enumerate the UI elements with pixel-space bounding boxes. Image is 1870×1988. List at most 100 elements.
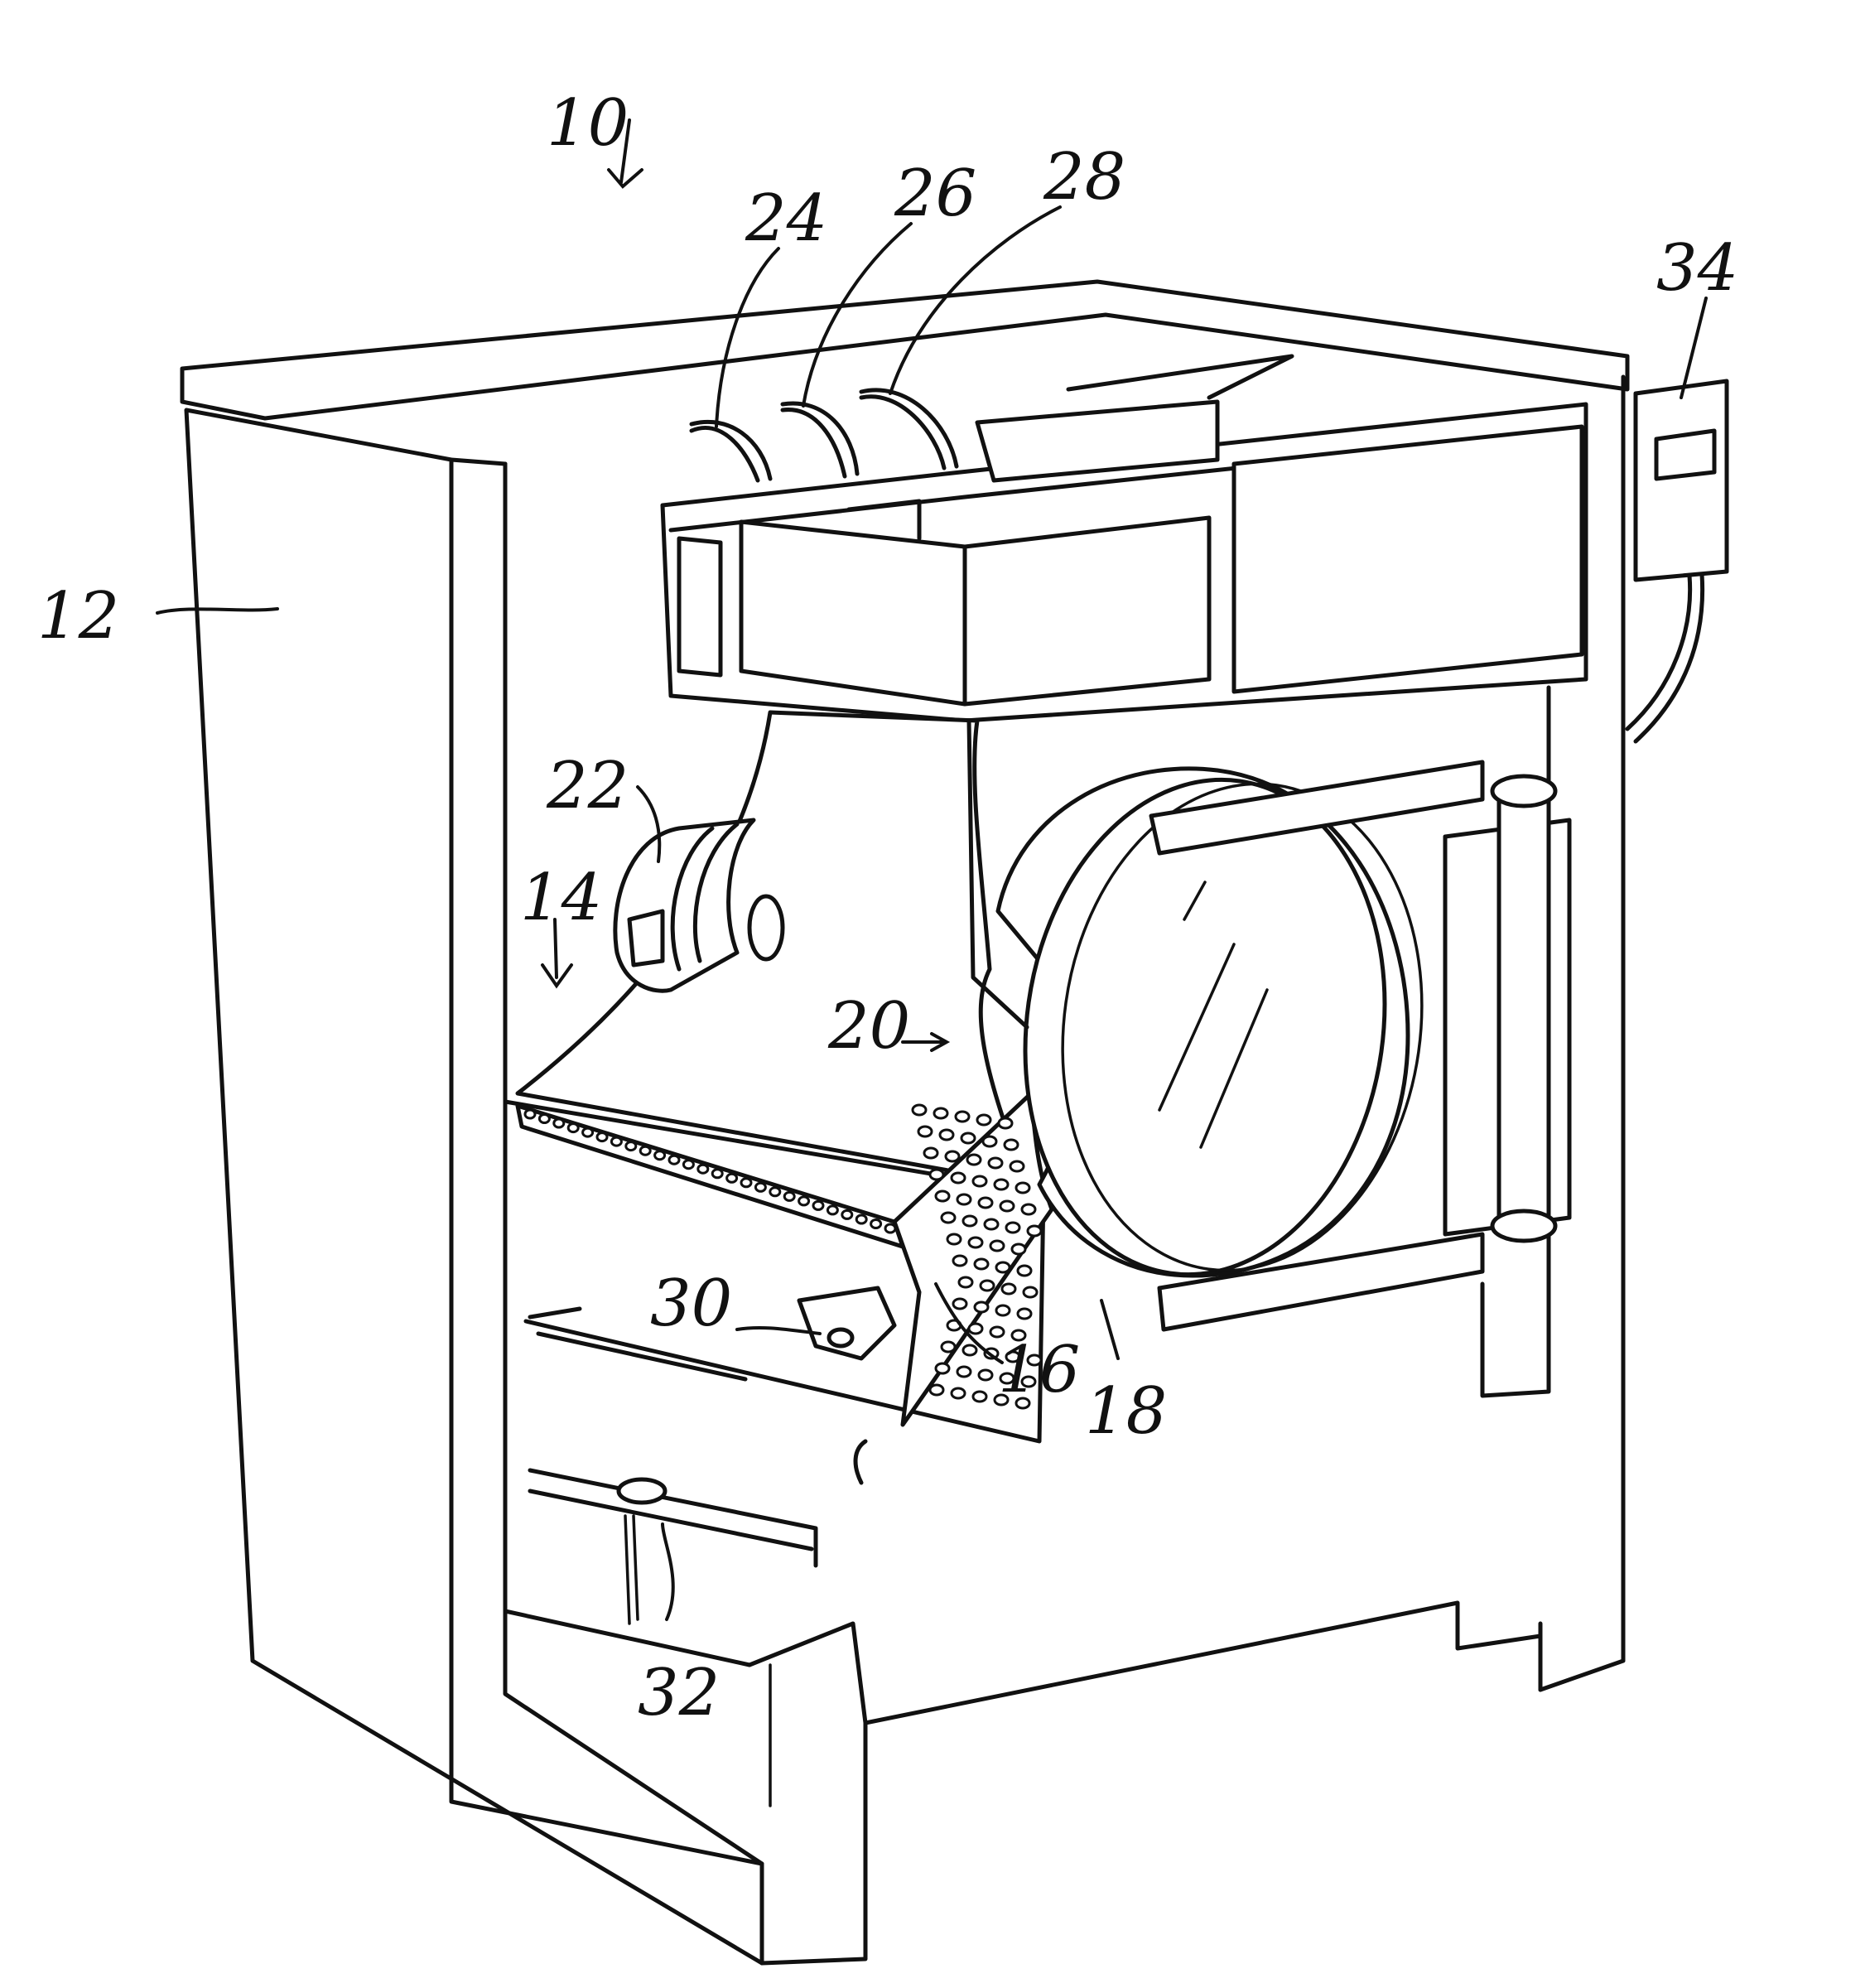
perforation-hole [698,1165,708,1173]
perforation-hole [669,1156,679,1164]
perforation-hole [1022,1204,1035,1214]
motor-mount [629,911,663,965]
perforation-hole [539,1115,549,1123]
perforation-hole [583,1128,593,1136]
hose-28 [861,397,944,468]
label-basket: 14 [520,861,602,935]
perforation-hole [1010,1161,1024,1171]
perforation-hole [977,1115,990,1125]
label-supply-1: 24 [745,181,827,256]
door-hinge-cap-top [1492,776,1555,806]
controller-box [1627,381,1727,741]
perforation-hole [996,1262,1010,1272]
perforation-hole [996,1305,1010,1315]
controller-display [1656,431,1714,479]
perforation-hole [597,1133,607,1141]
sensor [799,1288,894,1358]
perforation-hole [973,1392,986,1402]
controller-housing [1636,381,1727,580]
door-hinge-pin [1499,787,1549,1230]
perforation-hole [959,1277,972,1287]
perforation-hole [985,1219,998,1229]
perforation-hole [1016,1183,1029,1193]
perforation-hole [727,1174,737,1182]
label-machine: 10 [547,86,629,161]
perforation-hole [1002,1284,1015,1294]
perforation-hole [979,1370,992,1380]
perforation-hole [934,1108,947,1118]
perforation-hole [784,1192,794,1200]
sensor-tip [829,1329,852,1346]
perforation-hole [936,1191,949,1201]
perforation-hole [963,1345,976,1355]
perforation-hole [741,1179,751,1187]
perforation-hole [990,1241,1004,1251]
cabinet-base-cutout [749,1624,865,1723]
perforation-hole [827,1206,837,1214]
label-door: 18 [1085,1374,1167,1449]
perforation-hole [871,1220,881,1228]
sensor-body [799,1288,894,1358]
perforation-hole [967,1155,981,1165]
perforation-hole [924,1148,937,1158]
dispenser-slot [679,538,721,675]
label-perforated-wall: 16 [998,1333,1080,1407]
perforation-hole [799,1197,809,1205]
perforation-hole [1005,1140,1018,1150]
perforation-hole [842,1210,852,1218]
perforation-hole [930,1385,943,1395]
drain-outlet [619,1479,665,1503]
perforation-hole [655,1151,665,1160]
perforation-hole [999,1118,1012,1128]
perforation-hole [956,1112,969,1122]
perforation-hole [1024,1287,1037,1297]
perforation-hole [983,1136,996,1146]
perforation-hole [969,1238,982,1247]
perforation-hole [963,1216,976,1226]
perforation-hole [952,1173,965,1183]
perforation-hole [947,1234,961,1244]
drain-pan [530,1470,816,1566]
door-hinge-cap-bottom [1492,1211,1555,1241]
perforation-hole [930,1170,943,1180]
perforation-hole [611,1137,621,1146]
perforation-hole [1006,1223,1019,1233]
label-cabinet: 12 [37,579,119,654]
perforation-hole [813,1201,823,1209]
perforation-hole [626,1142,636,1151]
perforation-hole [975,1302,988,1312]
label-motor: 22 [546,749,629,823]
perforation-hole [953,1256,966,1266]
perforation-hole [942,1342,955,1352]
perforation-hole [989,1158,1002,1168]
perforation-hole [936,1363,949,1373]
perforation-hole [946,1151,959,1161]
hose-24b [692,422,770,479]
drain-pipe [625,1516,638,1624]
perforation-hole [979,1198,992,1208]
label-supply-2: 26 [894,157,976,231]
dispenser-lid-hinge [1068,356,1292,398]
perforation-hole [952,1388,965,1398]
label-controller: 34 [1656,231,1738,306]
perforation-hole [712,1170,722,1178]
perforation-hole [918,1127,932,1136]
perforation-hole [1012,1244,1025,1254]
drain-hose-loop [855,1441,865,1483]
perforation-hole [981,1281,994,1291]
drain [530,1441,865,1624]
dispenser-drawer-left [741,522,965,704]
perforation-hole [640,1146,650,1155]
label-sensor: 30 [650,1267,732,1341]
perforation-hole [770,1188,780,1196]
perforation-hole [755,1183,765,1191]
controller-cable-b [1636,574,1703,741]
perforation-hole [973,1176,986,1186]
perforation-hole [568,1124,578,1132]
dispenser-drawer-front [965,518,1209,704]
perforation-hole [962,1133,975,1143]
perforation-hole [969,1324,982,1334]
door [969,721,1569,1329]
